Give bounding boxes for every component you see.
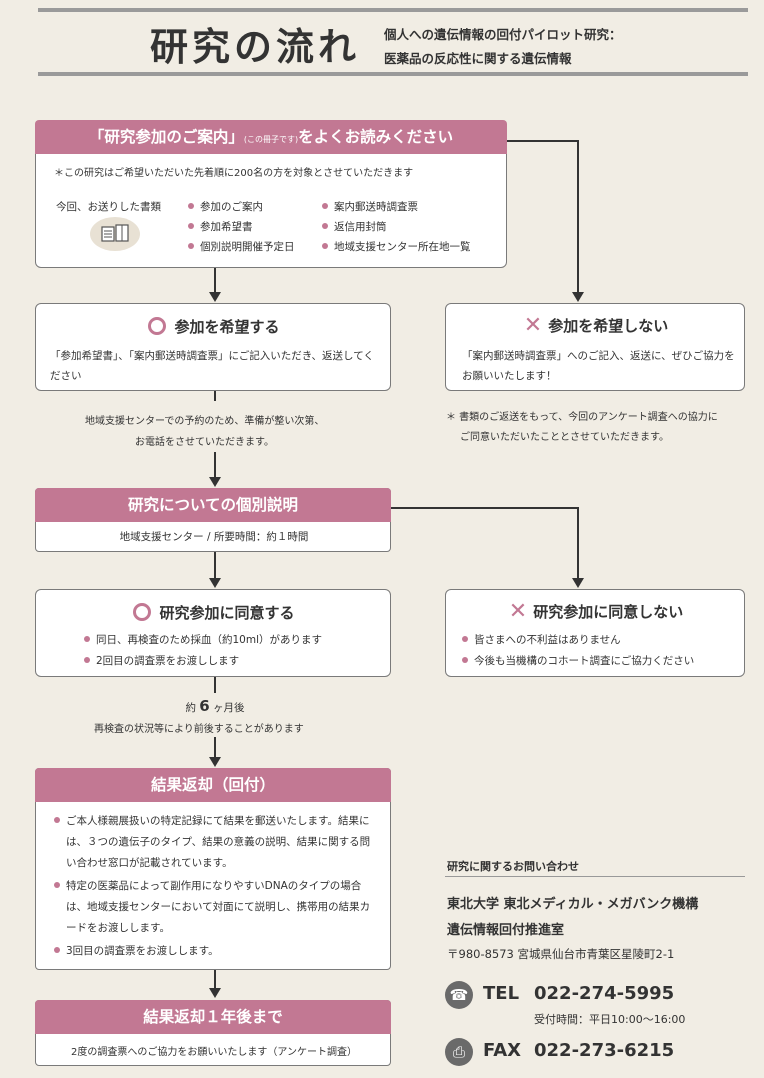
no-consent-item: 皆さまへの不利益はありません (462, 630, 694, 651)
step1-heading-tail: をよくお読みください (298, 128, 454, 146)
arrow-down (209, 477, 221, 487)
contact-org-line2: 遺伝情報回付推進室 (447, 923, 565, 938)
contact-address: 〒980-8573 宮城県仙台市青葉区星陵町2-1 (447, 947, 675, 961)
tel-number[interactable]: 022-274-5995 (534, 983, 675, 1004)
connector (214, 677, 216, 693)
doc-item: 返信用封筒 (322, 217, 471, 237)
phone-notice-line2: お電話をさせていただきます。 (135, 437, 274, 448)
fax-icon: ⎙ (445, 1038, 473, 1066)
connector (214, 970, 216, 988)
step1-heading-small: (この冊子です) (243, 135, 299, 144)
no-wish-box: ✕参加を希望しない 「案内郵送時調査票」へのご記入、返送に、ぜひご協力をお願いい… (445, 303, 745, 391)
connector (577, 140, 579, 292)
consent-item: 2回目の調査票をお渡しします (84, 651, 322, 672)
step1-heading-bar: 「研究参加のご案内」(この冊子です)をよくお読みください (35, 120, 507, 154)
page-title: 研究の流れ (150, 25, 361, 69)
doc-item: 地域支援センター所在地一覧 (322, 237, 471, 257)
step4-box: 結果返却１年後まで 2度の調査票へのご協力をお願いいたします（アンケート調査） (35, 1000, 391, 1066)
arrow-down (209, 292, 221, 302)
arrow-down (572, 578, 584, 588)
consent-box: 研究参加に同意する 同日、再検査のため採血（約10ml）があります 2回目の調査… (35, 589, 391, 677)
arrow-down (209, 578, 221, 588)
no-consent-heading: ✕研究参加に同意しない (508, 599, 684, 624)
step2-box: 研究についての個別説明 地域支援センター / 所要時間：約１時間 (35, 488, 391, 552)
tel-label: TEL (483, 983, 520, 1004)
circle-icon (148, 316, 167, 335)
consent-list: 同日、再検査のため採血（約10ml）があります 2回目の調査票をお渡しします (84, 630, 322, 672)
connector (214, 268, 216, 292)
step1-note: ＊この研究はご希望いただいた先着順に200名の方を対象とさせていただきます (54, 168, 414, 179)
no-consent-box: ✕研究参加に同意しない 皆さまへの不利益はありません 今後も当機構のコホート調査… (445, 589, 745, 677)
fax-label: FAX (483, 1040, 522, 1061)
step1-heading-main: 「研究参加のご案内」 (88, 128, 244, 146)
connector (507, 140, 578, 142)
step1-sent-label: 今回、お送りした書類 (56, 201, 161, 213)
step2-heading-bar: 研究についての個別説明 (35, 488, 391, 522)
interval-note: 再検査の状況等により前後することがあります (94, 724, 304, 735)
connector (214, 452, 216, 478)
wish-participate-text: 「参加希望書」、「案内郵送時調査票」にご記入いただき、返送してください (50, 350, 374, 382)
cross-icon: ✕ (523, 313, 543, 338)
consent-heading: 研究参加に同意する (36, 602, 392, 623)
top-rule (38, 8, 748, 12)
documents-icon (90, 217, 140, 251)
consent-item: 同日、再検査のため採血（約10ml）があります (84, 630, 322, 651)
no-consent-list: 皆さまへの不利益はありません 今後も当機構のコホート調査にご協力ください (462, 630, 694, 672)
arrow-down (209, 988, 221, 998)
docs-right-list: 案内郵送時調査票 返信用封筒 地域支援センター所在地一覧 (322, 197, 471, 257)
arrow-down (209, 757, 221, 767)
result-item: 特定の医薬品によって副作用になりやすいDNAのタイプの場合は、地域支援センターに… (54, 876, 376, 939)
doc-item: 案内郵送時調査票 (322, 197, 471, 217)
step4-heading-bar: 結果返却１年後まで (35, 1000, 391, 1034)
circle-icon (133, 602, 152, 621)
bottom-rule (38, 72, 748, 76)
doc-item: 個別説明開催予定日 (188, 237, 295, 257)
phone-notice-line1: 地域支援センターでの予約のため、準備が整い次第、 (85, 416, 325, 427)
no-wish-note-line2: ご同意いただいたこととさせていただきます。 (460, 432, 669, 443)
wish-participate-box: 参加を希望する 「参加希望書」、「案内郵送時調査票」にご記入いただき、返送してく… (35, 303, 391, 391)
doc-item: 参加のご案内 (188, 197, 295, 217)
contact-org-line1: 東北大学 東北メディカル・メガバンク機構 (447, 897, 699, 912)
phone-icon: ☎ (445, 981, 473, 1009)
connector (577, 507, 579, 578)
page-subtitle-line1: 個人への遺伝情報の回付パイロット研究： (384, 27, 622, 42)
step3-box: 結果返却（回付） ご本人様親展扱いの特定記録にて結果を郵送いたします。結果には、… (35, 768, 391, 970)
connector (214, 391, 216, 401)
result-item: ご本人様親展扱いの特定記録にて結果を郵送いたします。結果には、３つの遺伝子のタイ… (54, 811, 376, 874)
step2-text: 地域支援センター / 所要時間：約１時間 (119, 531, 309, 543)
contact-underline (445, 876, 745, 877)
step4-text: 2度の調査票へのご協力をお願いいたします（アンケート調査） (71, 1047, 357, 1058)
interval-label: 約 6 ヶ月後 (185, 697, 245, 715)
step3-heading-bar: 結果返却（回付） (35, 768, 391, 802)
no-wish-heading: ✕参加を希望しない (523, 313, 669, 338)
connector (391, 507, 578, 509)
tel-hours: 受付時間：平日10:00〜16:00 (534, 1013, 686, 1026)
arrow-down (572, 292, 584, 302)
contact-label: 研究に関するお問い合わせ (447, 860, 579, 873)
result-item: 3回目の調査票をお渡しします。 (54, 941, 376, 962)
connector (214, 737, 216, 757)
docs-left-list: 参加のご案内 参加希望書 個別説明開催予定日 (188, 197, 295, 257)
no-consent-item: 今後も当機構のコホート調査にご協力ください (462, 651, 694, 672)
step3-list: ご本人様親展扱いの特定記録にて結果を郵送いたします。結果には、３つの遺伝子のタイ… (54, 811, 376, 962)
step1-box: 「研究参加のご案内」(この冊子です)をよくお読みください ＊この研究はご希望いた… (35, 120, 507, 268)
page-subtitle-line2: 医薬品の反応性に関する遺伝情報 (384, 51, 572, 66)
no-wish-text: 「案内郵送時調査票」へのご記入、返送に、ぜひご協力をお願いいたします！ (462, 350, 735, 382)
cross-icon: ✕ (508, 599, 528, 624)
fax-number[interactable]: 022-273-6215 (534, 1040, 675, 1061)
connector (214, 552, 216, 578)
wish-participate-heading: 参加を希望する (36, 316, 392, 337)
doc-item: 参加希望書 (188, 217, 295, 237)
no-wish-note-line1: ＊ 書類のご返送をもって、今回のアンケート調査への協力に (446, 412, 718, 423)
